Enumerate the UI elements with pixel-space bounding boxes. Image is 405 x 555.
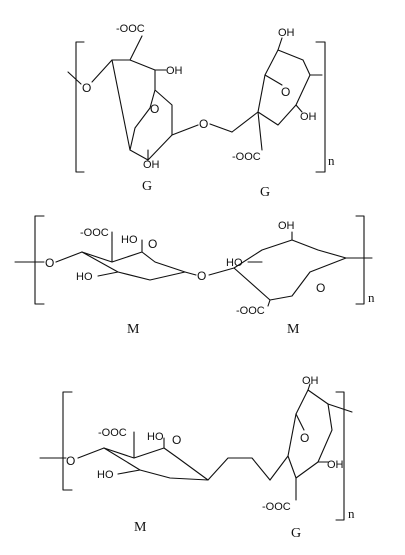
mg-unit-label-2: G: [291, 526, 301, 541]
gg-coo-left: -OOC: [116, 23, 145, 35]
gg-left-bracket: [75, 41, 85, 173]
mm-o-link-left: O: [45, 256, 54, 270]
mm-ring-left: [81, 251, 186, 281]
mm-bridge-left: [184, 271, 197, 276]
gg-oh-c: OH: [300, 111, 317, 123]
gg-right-bracket: [315, 41, 326, 173]
gg-oh-top-right: OH: [278, 27, 295, 39]
gg-structure: n O O -OOC OH OH O O OH OH -OOC G: [67, 23, 335, 200]
mg-unit-label-1: M: [134, 520, 147, 535]
gg-repeat-label: n: [328, 153, 335, 168]
mg-linker: [207, 457, 271, 481]
mg-ho-a: HO: [147, 431, 164, 443]
gg-bridge-left: [171, 124, 199, 136]
mm-repeat-label: n: [368, 290, 375, 305]
mm-ho-b: HO: [76, 271, 93, 283]
mg-right-chain: [327, 403, 353, 413]
gg-ring-right: [231, 49, 311, 133]
mm-coo-bottom: -OOC: [236, 305, 265, 317]
gg-unit-label-2: G: [260, 185, 270, 200]
mm-o-ring-right: O: [316, 281, 325, 295]
mg-right-bracket: [335, 391, 345, 521]
gg-ring-left-edge: [111, 59, 131, 151]
mm-structure: n O -OOC HO O HO O HO OH O -OOC M M: [14, 215, 375, 337]
mm-ring-right: [233, 239, 347, 301]
gg-o-ring-left: O: [150, 102, 159, 116]
mg-oh-c: OH: [327, 459, 344, 471]
mg-coo-bottom: -OOC: [262, 501, 291, 513]
gg-oh-b: OH: [143, 159, 160, 171]
mg-structure: n O -OOC HO O HO O OH OH -OOC M G: [39, 375, 355, 541]
gg-coo-bottom: -OOC: [232, 151, 261, 163]
mg-o-ring-right: O: [300, 431, 309, 445]
gg-left-chain: [67, 71, 82, 85]
mg-left-bracket: [62, 391, 73, 491]
mg-o-to-ring: [77, 447, 105, 459]
mg-ho-b: HO: [97, 469, 114, 481]
gg-ring-right-edge: [264, 74, 283, 86]
gg-oh-c-bond: [295, 104, 303, 113]
gg-coo-bond-bottom: [257, 111, 263, 151]
mm-o-ring-left: O: [148, 237, 157, 251]
mm-left-bracket: [34, 215, 45, 305]
gg-ring-left: [111, 59, 173, 161]
mg-oh-top-bond: [307, 383, 311, 391]
gg-o-ring-right: O: [281, 85, 290, 99]
mm-oh-d: OH: [278, 220, 295, 232]
mm-coo-left: -OOC: [80, 227, 109, 239]
gg-coo-bond-left: [129, 35, 143, 61]
gg-oh-top-bond: [277, 37, 283, 51]
mm-o-bridge: O: [197, 269, 206, 283]
mm-o-to-ring: [55, 251, 83, 263]
mg-ring-right-edge: [295, 413, 305, 431]
mg-o-ring-left: O: [172, 433, 181, 447]
mm-bridge-right: [208, 267, 235, 276]
mg-ring-left: [103, 447, 209, 481]
gg-o-to-ring: [91, 59, 113, 83]
mm-ho-b-bond: [97, 271, 119, 277]
gg-unit-label-1: G: [142, 179, 152, 194]
mm-unit-label-1: M: [127, 322, 140, 337]
mg-o-link-left: O: [66, 454, 75, 468]
mm-unit-label-2: M: [287, 322, 300, 337]
gg-o-link-left: O: [82, 81, 91, 95]
mg-repeat-label: n: [348, 506, 355, 521]
mm-ho-c: HO: [226, 257, 243, 269]
gg-oh-a: OH: [166, 65, 183, 77]
mm-ho-a: HO: [121, 234, 138, 246]
mm-right-bracket: [355, 215, 365, 305]
gg-bridge-right: [209, 123, 233, 133]
mg-oh-top-right: OH: [302, 375, 319, 387]
mm-coo-bond-bottom: [267, 299, 271, 307]
gg-o-bridge: O: [199, 117, 208, 131]
mg-coo-left: -OOC: [98, 427, 127, 439]
mg-ho-b-bond: [117, 469, 141, 475]
